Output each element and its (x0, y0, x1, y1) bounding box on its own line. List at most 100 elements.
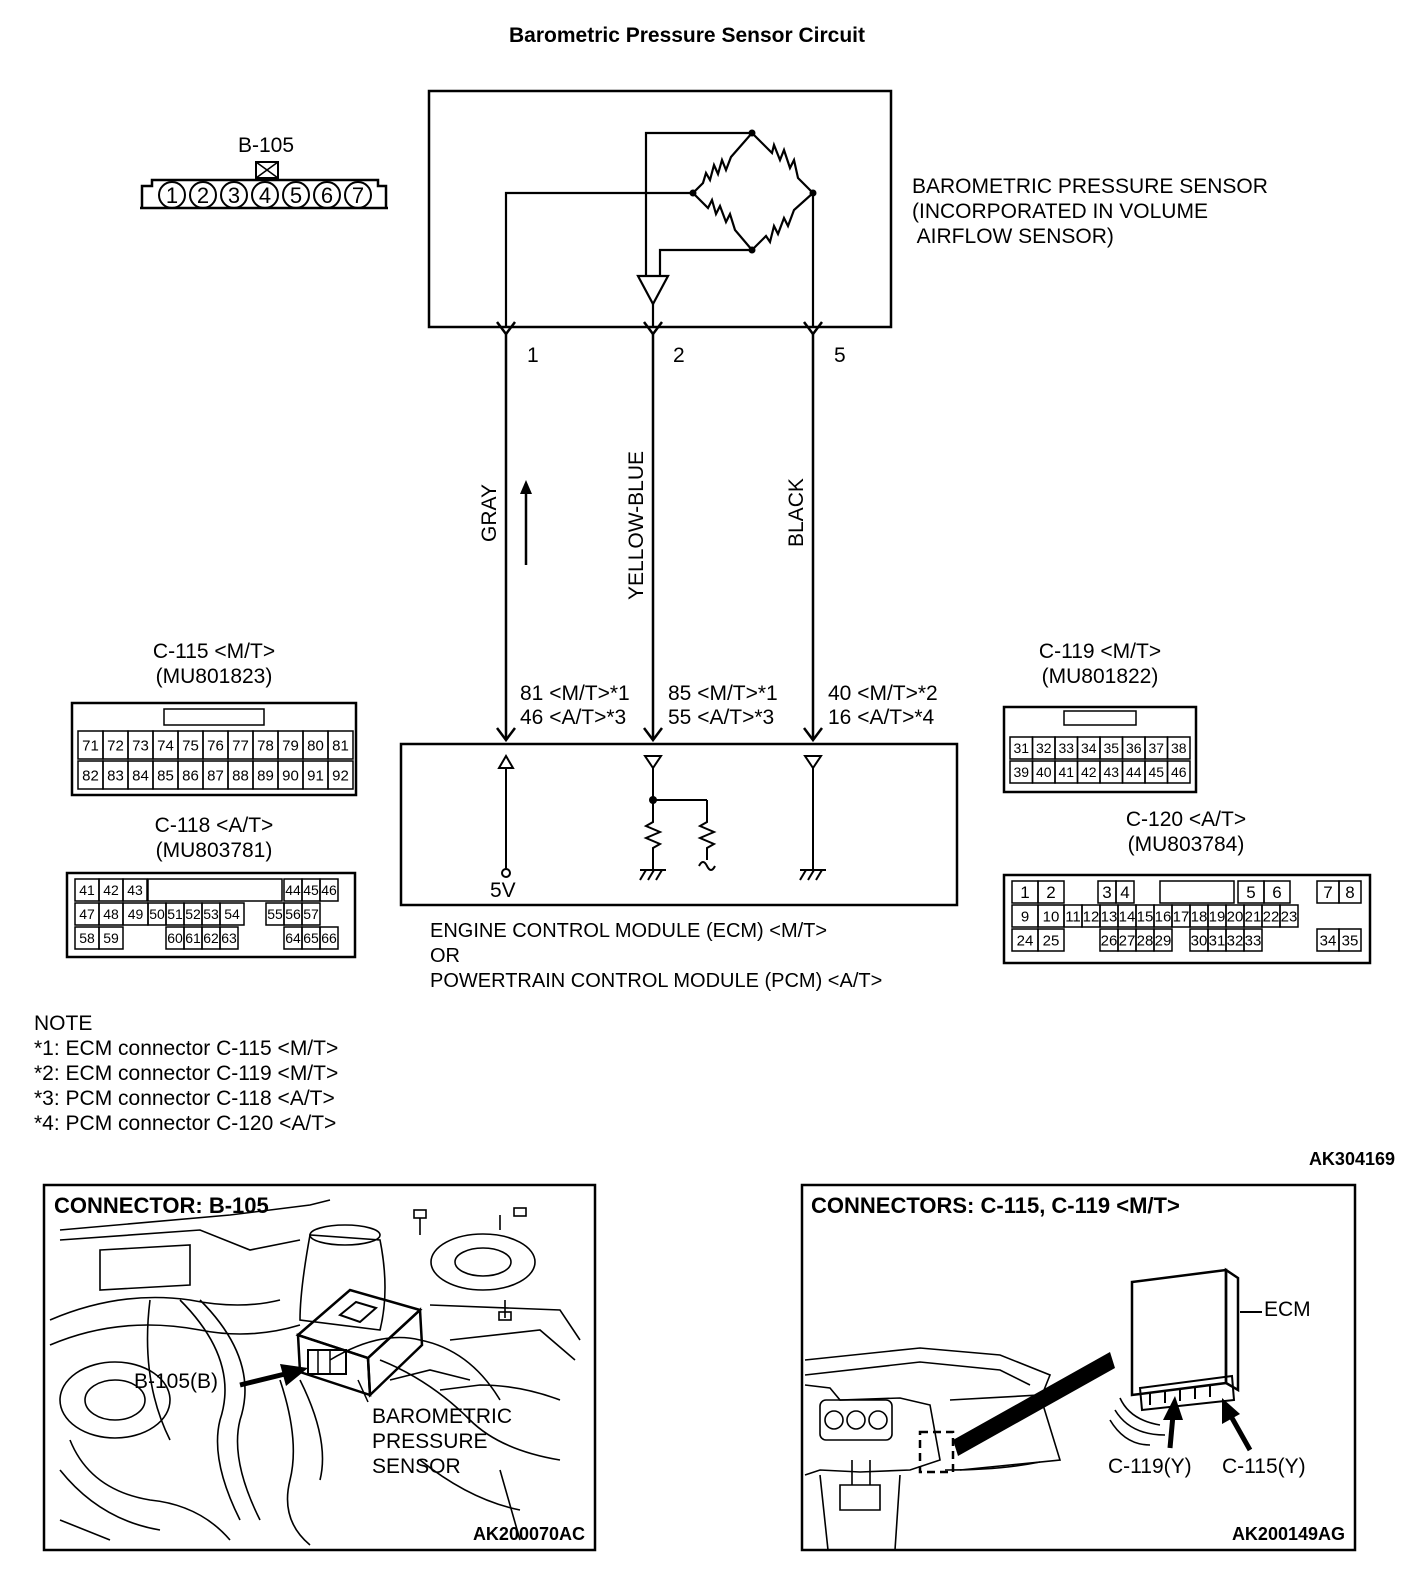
connector-c120-pin-label: 27 (1119, 932, 1136, 949)
note-item-4: *4: PCM connector C-120 <A/T> (34, 1112, 336, 1135)
connector-c115-pin-label: 85 (157, 767, 174, 784)
connector-c118-pin-label: 48 (103, 906, 119, 922)
connector-c120-pin-label: 15 (1137, 908, 1154, 925)
connector-b105-label: B-105 (238, 134, 294, 157)
zoom-pointer-icon (953, 1352, 1115, 1456)
dashboard-illustration (804, 1347, 1062, 1551)
sensor-label-line1: BAROMETRIC PRESSURE SENSOR (912, 175, 1268, 198)
connector-c119-pin-label: 41 (1058, 764, 1074, 780)
connector-c120-cavity (1279, 904, 1299, 928)
ecm-pin-w1-at: 46 <A/T>*3 (520, 706, 626, 729)
ecm-label-line3: POWERTRAIN CONTROL MODULE (PCM) <A/T> (430, 970, 882, 992)
connector-c120-pin-label: 25 (1043, 932, 1060, 949)
connector-c119-pin-label: 44 (1126, 764, 1142, 780)
connector-c118-pin-label: 41 (79, 882, 95, 898)
ecm-supply-5v: 5V (490, 879, 516, 902)
connector-c118-label: C-118 <A/T> (155, 814, 274, 837)
connector-c115-pin-label: 71 (82, 737, 99, 754)
wire-color-black: BLACK (785, 478, 808, 547)
connector-c115-cavity (327, 760, 354, 790)
resistor-icon (643, 800, 663, 870)
connector-b105-cavity (344, 181, 372, 209)
connector-b105-cavity (282, 181, 310, 209)
connector-c120-pin-label: 20 (1227, 908, 1244, 925)
connector-c119-pin-label: 39 (1013, 764, 1029, 780)
engine-control-module: 5V ENGINE CONTROL MODULE (ECM) <M/T> OR … (399, 742, 959, 992)
connector-c118-pin-label: 59 (103, 930, 119, 946)
connector-c118-cavity (219, 926, 239, 950)
connector-c115-label: C-115 <M/T> (153, 640, 275, 663)
connector-c119-pin-label: 45 (1148, 764, 1164, 780)
sensor-pin-2: 2 (673, 344, 685, 367)
connector-c120-pin-label: 24 (1017, 932, 1034, 949)
connector-c120-cavity (1037, 880, 1065, 904)
connector-c118-pin-label: 51 (167, 906, 183, 922)
connector-c120-pin-label: 21 (1245, 908, 1262, 925)
connector-c118-cavity (319, 926, 339, 950)
sensor-label-line3: AIRFLOW SENSOR) (912, 225, 1114, 248)
connector-c119-cavity (1166, 736, 1191, 760)
connector-c120-pin-label: 3 (1102, 883, 1111, 902)
connector-c115-pin-label: 87 (207, 767, 224, 784)
note-item-1: *1: ECM connector C-115 <M/T> (34, 1037, 338, 1060)
connector-c120-pin-label: 13 (1101, 908, 1118, 925)
ecm-illustration (1109, 1267, 1240, 1446)
strain-gauge-bridge-icon (689, 129, 817, 254)
connector-c118-pin-label: 64 (285, 930, 301, 946)
connector-c120-pin-label: 9 (1021, 908, 1029, 925)
connector-c118-pin-label: 61 (185, 930, 201, 946)
connector-b105-pin-label: 1 (166, 183, 178, 208)
ground-icon (799, 869, 826, 881)
connector-c120-pin-label: 16 (1155, 908, 1172, 925)
ecm-pin-w3-at: 16 <A/T>*4 (828, 706, 935, 729)
note-item-2: *2: ECM connector C-119 <M/T> (34, 1062, 338, 1085)
callout-c119: C-119(Y) (1108, 1455, 1192, 1478)
barometric-pressure-sensor: 1 2 5 BAROMETRIC PRESSURE SENSOR (INCORP… (427, 89, 1268, 367)
connector-c115-pin-label: 86 (182, 767, 199, 784)
wire-color-yellow-blue: YELLOW-BLUE (625, 451, 648, 600)
connector-c118-pin-label: 47 (79, 906, 95, 922)
ecm-box (399, 742, 959, 907)
connector-c120-pin-label: 30 (1191, 932, 1208, 949)
diagram-title: Barometric Pressure Sensor Circuit (509, 24, 865, 47)
signal-direction-arrow-icon (520, 480, 532, 565)
connector-c115-pin-label: 90 (282, 767, 299, 784)
connector-c118-pin-label: 49 (128, 906, 144, 922)
connector-c118-pin-label: 54 (224, 906, 240, 922)
notes: NOTE *1: ECM connector C-115 <M/T> *2: E… (34, 1012, 338, 1135)
connector-c118-pin-label: 65 (303, 930, 319, 946)
connector-b105-cavity (158, 181, 186, 209)
connector-c119-pin-label: 46 (1171, 764, 1187, 780)
connector-c119-pin-label: 32 (1036, 740, 1052, 756)
connector-c115-pin-label: 92 (332, 767, 349, 784)
panel-connector-b105: CONNECTOR: B-105 B-105(B) BAROMETRIC PRE… (42, 1183, 597, 1552)
ecm-callout: ECM (1264, 1298, 1311, 1321)
connector-c120-pin-label: 17 (1173, 908, 1190, 925)
connector-c118-pin-label: 45 (303, 882, 319, 898)
connector-c118-pin-label: 43 (127, 882, 143, 898)
connector-c119-pin-label: 38 (1171, 740, 1187, 756)
connector-c120-pin-label: 23 (1281, 908, 1298, 925)
sensor-pin-1: 1 (527, 344, 539, 367)
connector-c120-pin-label: 1 (1020, 883, 1029, 902)
connector-c120-pin-label: 26 (1101, 932, 1118, 949)
connector-c120-pin-label: 34 (1320, 932, 1337, 949)
connector-c120-pin-label: 31 (1209, 932, 1226, 949)
arrow-icon (1163, 1396, 1183, 1449)
connector-c115-pin-label: 77 (232, 737, 249, 754)
connector-c119-pin-label: 34 (1081, 740, 1097, 756)
connector-c120-cavity (1338, 928, 1362, 952)
note-item-3: *3: PCM connector C-118 <A/T> (34, 1087, 335, 1110)
connector-c118-pin-label: 56 (285, 906, 301, 922)
connector-c115-pin-label: 72 (107, 737, 124, 754)
connector-b105-cavity (251, 181, 279, 209)
connector-b105-cavity (220, 181, 248, 209)
connector-c119-pin-label: 36 (1126, 740, 1142, 756)
connector-c115-pin-label: 91 (307, 767, 324, 784)
connector-c119-pin-label: 43 (1103, 764, 1119, 780)
connector-c120-pin-label: 11 (1065, 908, 1081, 925)
connector-c120-pin-label: 32 (1227, 932, 1244, 949)
connector-c120-cavity (1263, 880, 1291, 904)
